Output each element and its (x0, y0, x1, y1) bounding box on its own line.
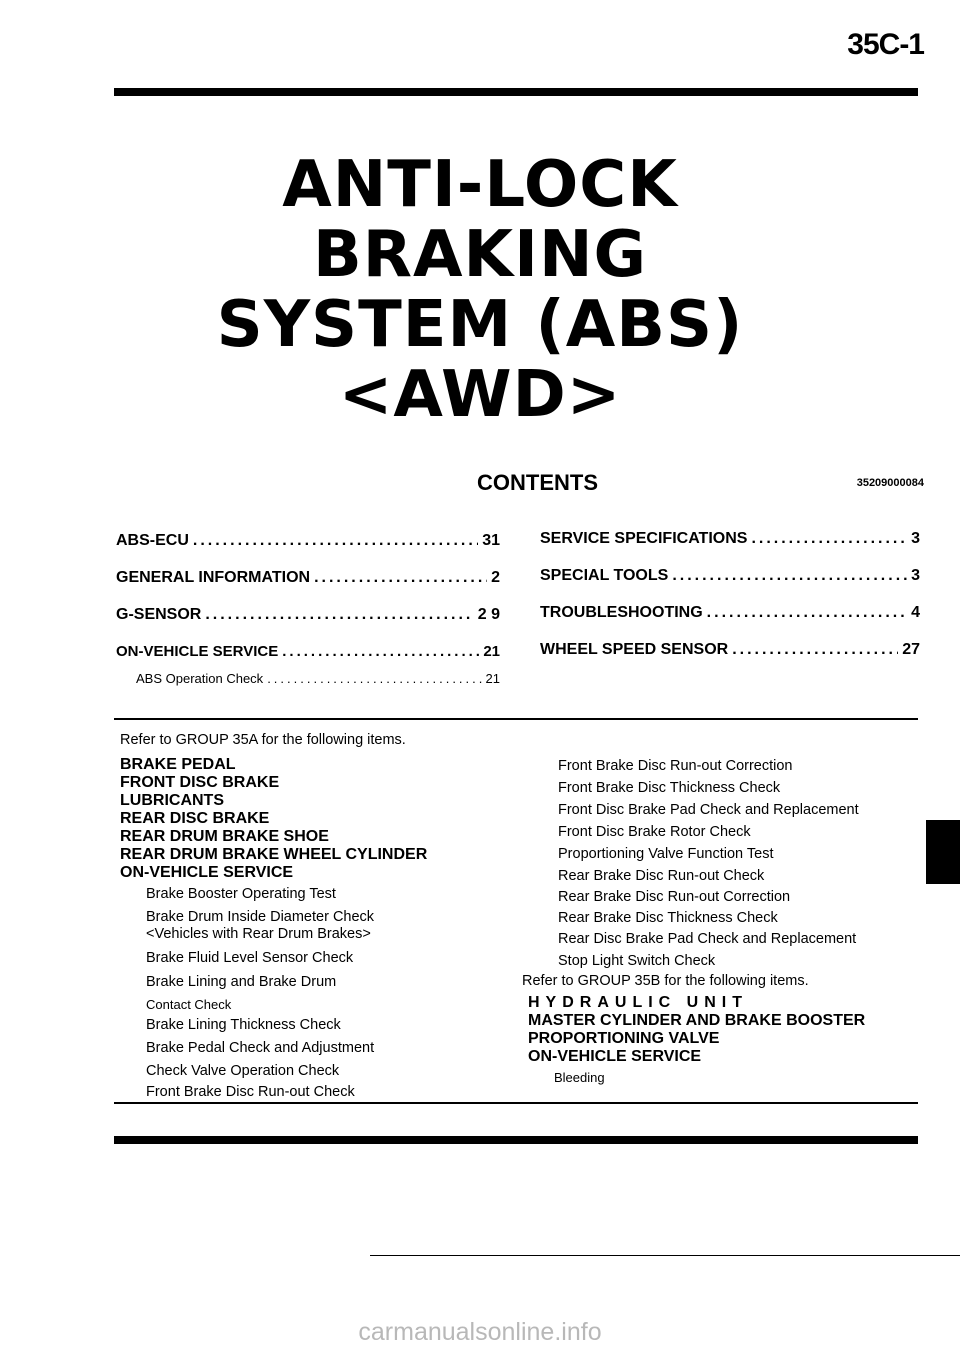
toc-entry[interactable]: TROUBLESHOOTING ........................… (540, 604, 920, 622)
refer-item: HYDRAULIC UNIT (528, 994, 748, 1011)
toc-subentry[interactable]: ABS Operation Check ....................… (136, 671, 500, 686)
refer-subitem: Proportioning Valve Function Test (558, 846, 774, 862)
toc-leader: ........................................… (314, 569, 487, 586)
toc-leader: ........................................… (672, 567, 908, 584)
watermark: carmanualsonline.info (358, 1318, 602, 1346)
toc-entry[interactable]: SERVICE SPECIFICATIONS .................… (540, 530, 920, 548)
toc-entry[interactable]: WHEEL SPEED SENSOR .....................… (540, 641, 920, 659)
toc-leader: ........................................… (267, 671, 482, 686)
toc-entry-page: 2 (491, 569, 500, 586)
title-line-2: BRAKING (312, 218, 648, 292)
title-line-4: <AWD> (338, 358, 622, 432)
toc-entry[interactable]: G-SENSOR ...............................… (116, 606, 500, 624)
page-code: 35C-1 (847, 28, 925, 61)
refer-subitem: Brake Booster Operating Test (146, 886, 336, 902)
refer-subitem: Stop Light Switch Check (558, 953, 716, 969)
refer-subitem: Rear Brake Disc Run-out Correction (558, 889, 791, 905)
toc-leader: ........................................… (732, 641, 898, 658)
refer-subitem: Bleeding (554, 1070, 605, 1085)
refer-box: Refer to GROUP 35A for the following ite… (114, 718, 918, 1104)
refer-subitem: Rear Brake Disc Thickness Check (558, 910, 778, 926)
toc-entry-label: GENERAL INFORMATION (116, 569, 311, 586)
toc-leader: ........................................… (282, 643, 479, 660)
toc-entry-page: 31 (482, 532, 500, 549)
refer-item: LUBRICANTS (120, 792, 224, 809)
toc-entry-label: ABS-ECU (116, 532, 189, 549)
toc-entry-label: TROUBLESHOOTING (540, 604, 703, 621)
refer-item: MASTER CYLINDER AND BRAKE BOOSTER (528, 1012, 866, 1029)
refer-left-column: Refer to GROUP 35A for the following ite… (114, 720, 524, 1100)
toc-entry-label: WHEEL SPEED SENSOR (540, 641, 729, 658)
toc-entry-page: 2 9 (477, 606, 500, 623)
refer-subitem: Brake Lining Thickness Check (146, 1017, 341, 1033)
toc-entry-page: 21 (483, 643, 500, 660)
toc-entry-page: 3 (911, 530, 920, 547)
refer-subitem: Front Disc Brake Pad Check and Replaceme… (558, 802, 859, 818)
toc-entry-label: SPECIAL TOOLS (540, 567, 669, 584)
refer-subitem: Front Brake Disc Run-out Correction (558, 758, 793, 774)
refer-subitem: Brake Pedal Check and Adjustment (146, 1040, 375, 1056)
footer-line (370, 1255, 960, 1256)
toc-entry-label: G-SENSOR (116, 606, 202, 623)
refer-item: FRONT DISC BRAKE (120, 774, 280, 791)
refer-right-column: Front Brake Disc Run-out Correction Fron… (522, 720, 916, 1100)
refer-item: REAR DISC BRAKE (120, 810, 270, 827)
bottom-rule (114, 1136, 918, 1144)
top-rule (114, 88, 918, 96)
toc-entry-page: 27 (902, 641, 920, 658)
toc-entry-page: 21 (485, 671, 500, 686)
refer-intro: Refer to GROUP 35B for the following ite… (522, 973, 809, 989)
refer-subitem: Brake Drum Inside Diameter Check (146, 909, 375, 925)
refer-subitem: Front Disc Brake Rotor Check (558, 824, 751, 840)
toc-entry-label: ABS Operation Check (136, 671, 264, 686)
refer-item: ON-VEHICLE SERVICE (120, 864, 294, 881)
refer-subitem: Rear Disc Brake Pad Check and Replacemen… (558, 931, 857, 947)
document-number: 35209000084 (856, 477, 924, 489)
refer-subitem: <Vehicles with Rear Drum Brakes> (146, 926, 371, 942)
toc-entry-page: 3 (911, 567, 920, 584)
title-line-1: ANTI-LOCK (282, 148, 678, 222)
refer-subitem: Front Brake Disc Thickness Check (558, 780, 781, 796)
refer-item: BRAKE PEDAL (120, 756, 236, 773)
contents-heading: CONTENTS (477, 470, 598, 495)
toc-leader: ........................................… (706, 604, 908, 621)
section-tab-marker (926, 820, 960, 884)
refer-subitem: Brake Lining and Brake Drum (146, 974, 337, 990)
document-title: ANTI-LOCK BRAKING SYSTEM (ABS) <AWD> (0, 150, 960, 430)
refer-item: REAR DRUM BRAKE WHEEL CYLINDER (120, 846, 428, 863)
refer-subitem: Front Brake Disc Run-out Check (146, 1084, 355, 1100)
refer-intro: Refer to GROUP 35A for the following ite… (120, 732, 406, 748)
refer-subitem: Contact Check (146, 997, 232, 1012)
refer-subitem: Brake Fluid Level Sensor Check (146, 950, 354, 966)
refer-subitem: Rear Brake Disc Run-out Check (558, 868, 765, 884)
toc-leader: ........................................… (192, 532, 478, 549)
refer-item: PROPORTIONING VALVE (528, 1030, 720, 1047)
refer-item: ON-VEHICLE SERVICE (528, 1048, 702, 1065)
toc-leader: ........................................… (751, 530, 908, 547)
toc-entry-label: ON-VEHICLE SERVICE (116, 643, 279, 660)
title-line-3: SYSTEM (ABS) (216, 288, 744, 362)
toc-entry[interactable]: ON-VEHICLE SERVICE .....................… (116, 643, 500, 660)
toc-entry[interactable]: ABS-ECU ................................… (116, 532, 500, 550)
toc-entry-page: 4 (911, 604, 920, 621)
toc-entry[interactable]: GENERAL INFORMATION ....................… (116, 569, 500, 587)
refer-subitem: Check Valve Operation Check (146, 1063, 340, 1079)
toc-entry[interactable]: SPECIAL TOOLS ..........................… (540, 567, 920, 585)
refer-item: REAR DRUM BRAKE SHOE (120, 828, 329, 845)
toc-entry-label: SERVICE SPECIFICATIONS (540, 530, 748, 547)
toc-leader: ........................................… (205, 606, 474, 623)
